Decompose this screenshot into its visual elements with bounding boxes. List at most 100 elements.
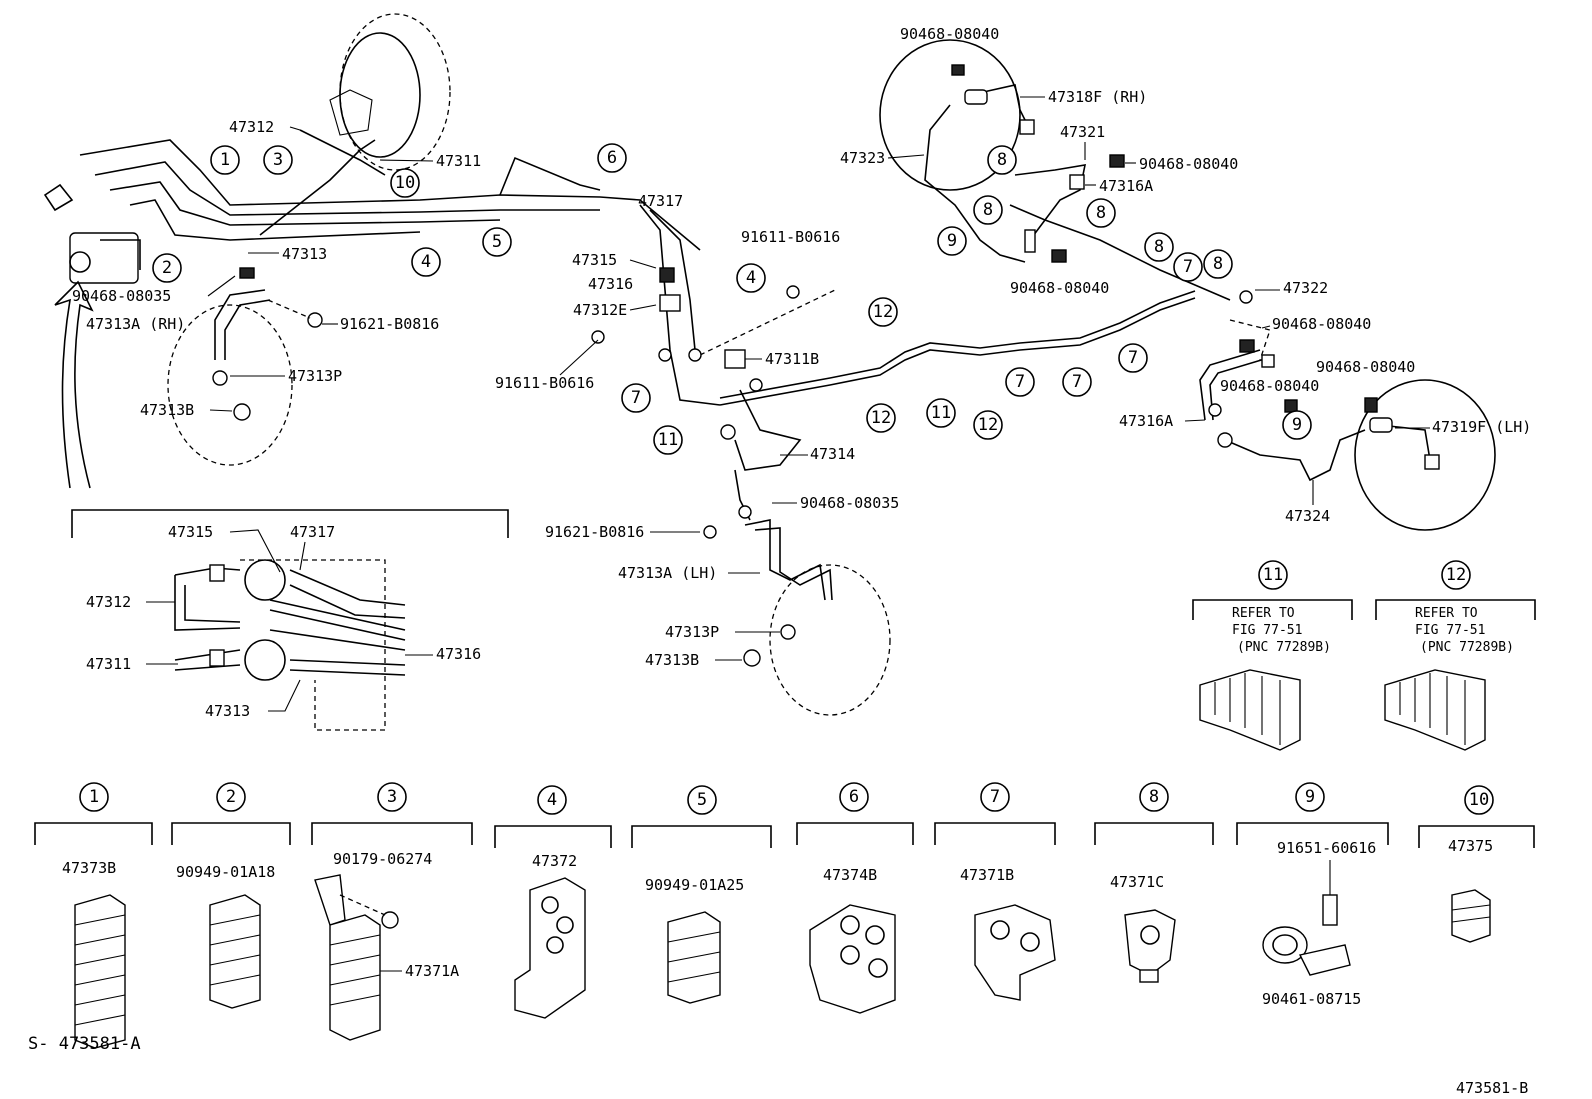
svg-text:47317: 47317	[638, 192, 683, 210]
svg-text:47314: 47314	[810, 445, 855, 463]
svg-text:47371A: 47371A	[405, 962, 459, 980]
svg-text:2: 2	[226, 787, 236, 807]
svg-text:1: 1	[89, 787, 99, 807]
svg-text:8: 8	[983, 200, 993, 220]
svg-text:5: 5	[492, 232, 502, 252]
svg-text:5: 5	[697, 790, 707, 810]
svg-text:(PNC 77289B): (PNC 77289B)	[1420, 640, 1514, 655]
svg-text:2: 2	[162, 258, 172, 278]
svg-text:9: 9	[1305, 787, 1315, 807]
svg-text:47371C: 47371C	[1110, 873, 1164, 891]
svg-text:1: 1	[220, 150, 230, 170]
svg-text:4: 4	[746, 268, 756, 288]
svg-text:47313P: 47313P	[288, 367, 342, 385]
svg-text:11: 11	[658, 430, 678, 450]
svg-text:47311: 47311	[436, 152, 481, 170]
svg-text:47318F (RH): 47318F (RH)	[1048, 88, 1147, 106]
svg-text:47373B: 47373B	[62, 859, 116, 877]
svg-text:12: 12	[1446, 565, 1466, 585]
svg-text:47312: 47312	[86, 593, 131, 611]
svg-text:7: 7	[1128, 348, 1138, 368]
svg-text:10: 10	[1469, 790, 1489, 810]
svg-text:90949-01A18: 90949-01A18	[176, 863, 275, 881]
svg-text:90468-08040: 90468-08040	[1139, 155, 1238, 173]
svg-text:90949-01A25: 90949-01A25	[645, 876, 744, 894]
svg-text:47319F (LH): 47319F (LH)	[1432, 418, 1531, 436]
svg-text:47313: 47313	[205, 702, 250, 720]
legend-5: 5 90949-01A25	[631, 785, 772, 1004]
legend-4: 4 47372	[494, 785, 612, 1019]
svg-text:91611-B0616: 91611-B0616	[495, 374, 594, 392]
svg-text:4: 4	[421, 252, 431, 272]
svg-text:47313A (LH): 47313A (LH)	[618, 564, 717, 582]
svg-text:9: 9	[1292, 415, 1302, 435]
svg-text:8: 8	[1149, 787, 1159, 807]
svg-text:91651-60616: 91651-60616	[1277, 839, 1376, 857]
svg-text:4: 4	[547, 790, 557, 810]
svg-text:90468-08035: 90468-08035	[72, 287, 171, 305]
svg-text:47324: 47324	[1285, 507, 1330, 525]
legend-7: 7 47371B	[934, 782, 1056, 1001]
svg-text:7: 7	[631, 388, 641, 408]
svg-text:47316A: 47316A	[1119, 412, 1173, 430]
svg-text:91611-B0616: 91611-B0616	[741, 228, 840, 246]
svg-text:47316: 47316	[588, 275, 633, 293]
svg-text:7: 7	[1015, 372, 1025, 392]
refer-box-12: 12 REFER TO FIG 77-51 (PNC 77289B)	[1375, 560, 1536, 751]
legend-1: 1 47373B	[34, 782, 153, 1049]
svg-text:3: 3	[273, 150, 283, 170]
footer-left-code: S- 473581-A	[28, 1034, 141, 1054]
svg-text:12: 12	[873, 302, 893, 322]
svg-text:47313P: 47313P	[665, 623, 719, 641]
svg-text:47375: 47375	[1448, 837, 1493, 855]
svg-text:47321: 47321	[1060, 123, 1105, 141]
svg-text:7: 7	[1072, 372, 1082, 392]
svg-text:47317: 47317	[290, 523, 335, 541]
svg-text:91621-B0816: 91621-B0816	[340, 315, 439, 333]
svg-text:47316A: 47316A	[1099, 177, 1153, 195]
svg-text:8: 8	[1096, 203, 1106, 223]
svg-text:91621-B0816: 91621-B0816	[545, 523, 644, 541]
svg-text:8: 8	[997, 150, 1007, 170]
svg-text:8: 8	[1154, 237, 1164, 257]
main-brake-line-bundle	[79, 129, 701, 251]
abs-actuator	[43, 183, 141, 284]
svg-text:10: 10	[395, 173, 415, 193]
svg-text:REFER TO: REFER TO	[1232, 606, 1295, 621]
svg-text:47323: 47323	[840, 149, 885, 167]
svg-text:47322: 47322	[1283, 279, 1328, 297]
svg-text:47313A (RH): 47313A (RH)	[86, 315, 185, 333]
center-brake-lines	[591, 204, 1196, 716]
clamp-legend: 1 47373B 2 90949-01A18 3 90179-06274 473…	[34, 782, 1535, 1049]
direction-arrow	[54, 280, 94, 489]
svg-text:12: 12	[978, 415, 998, 435]
svg-text:90468-08040: 90468-08040	[900, 25, 999, 43]
svg-text:9: 9	[947, 231, 957, 251]
svg-text:7: 7	[990, 787, 1000, 807]
svg-text:47372: 47372	[532, 852, 577, 870]
svg-text:47313B: 47313B	[645, 651, 699, 669]
main-callouts: 1 2 3 4 5 6 10 4 7 11 12 12 11 12 7 7 7 …	[152, 143, 1312, 455]
svg-text:90468-08040: 90468-08040	[1272, 315, 1371, 333]
svg-text:47312: 47312	[229, 118, 274, 136]
brake-booster	[329, 13, 451, 171]
svg-text:90468-08040: 90468-08040	[1010, 279, 1109, 297]
svg-text:90179-06274: 90179-06274	[333, 850, 432, 868]
svg-text:11: 11	[931, 403, 951, 423]
svg-text:47311B: 47311B	[765, 350, 819, 368]
svg-text:47374B: 47374B	[823, 866, 877, 884]
svg-text:47313: 47313	[282, 245, 327, 263]
svg-text:47311: 47311	[86, 655, 131, 673]
legend-3: 3 90179-06274 47371A	[311, 782, 473, 1041]
svg-text:90468-08035: 90468-08035	[800, 494, 899, 512]
detail-inset: 47315 47317 47312 47311 47316 47313	[71, 509, 509, 731]
svg-text:47371B: 47371B	[960, 866, 1014, 884]
footer-right-code: 473581-B	[1456, 1079, 1528, 1097]
svg-text:47312E: 47312E	[573, 301, 627, 319]
legend-9: 9 91651-60616 90461-08715	[1236, 782, 1389, 1008]
svg-text:11: 11	[1263, 565, 1283, 585]
svg-text:47315: 47315	[572, 251, 617, 269]
svg-text:90461-08715: 90461-08715	[1262, 990, 1361, 1008]
svg-text:6: 6	[849, 787, 859, 807]
svg-text:90468-08040: 90468-08040	[1316, 358, 1415, 376]
